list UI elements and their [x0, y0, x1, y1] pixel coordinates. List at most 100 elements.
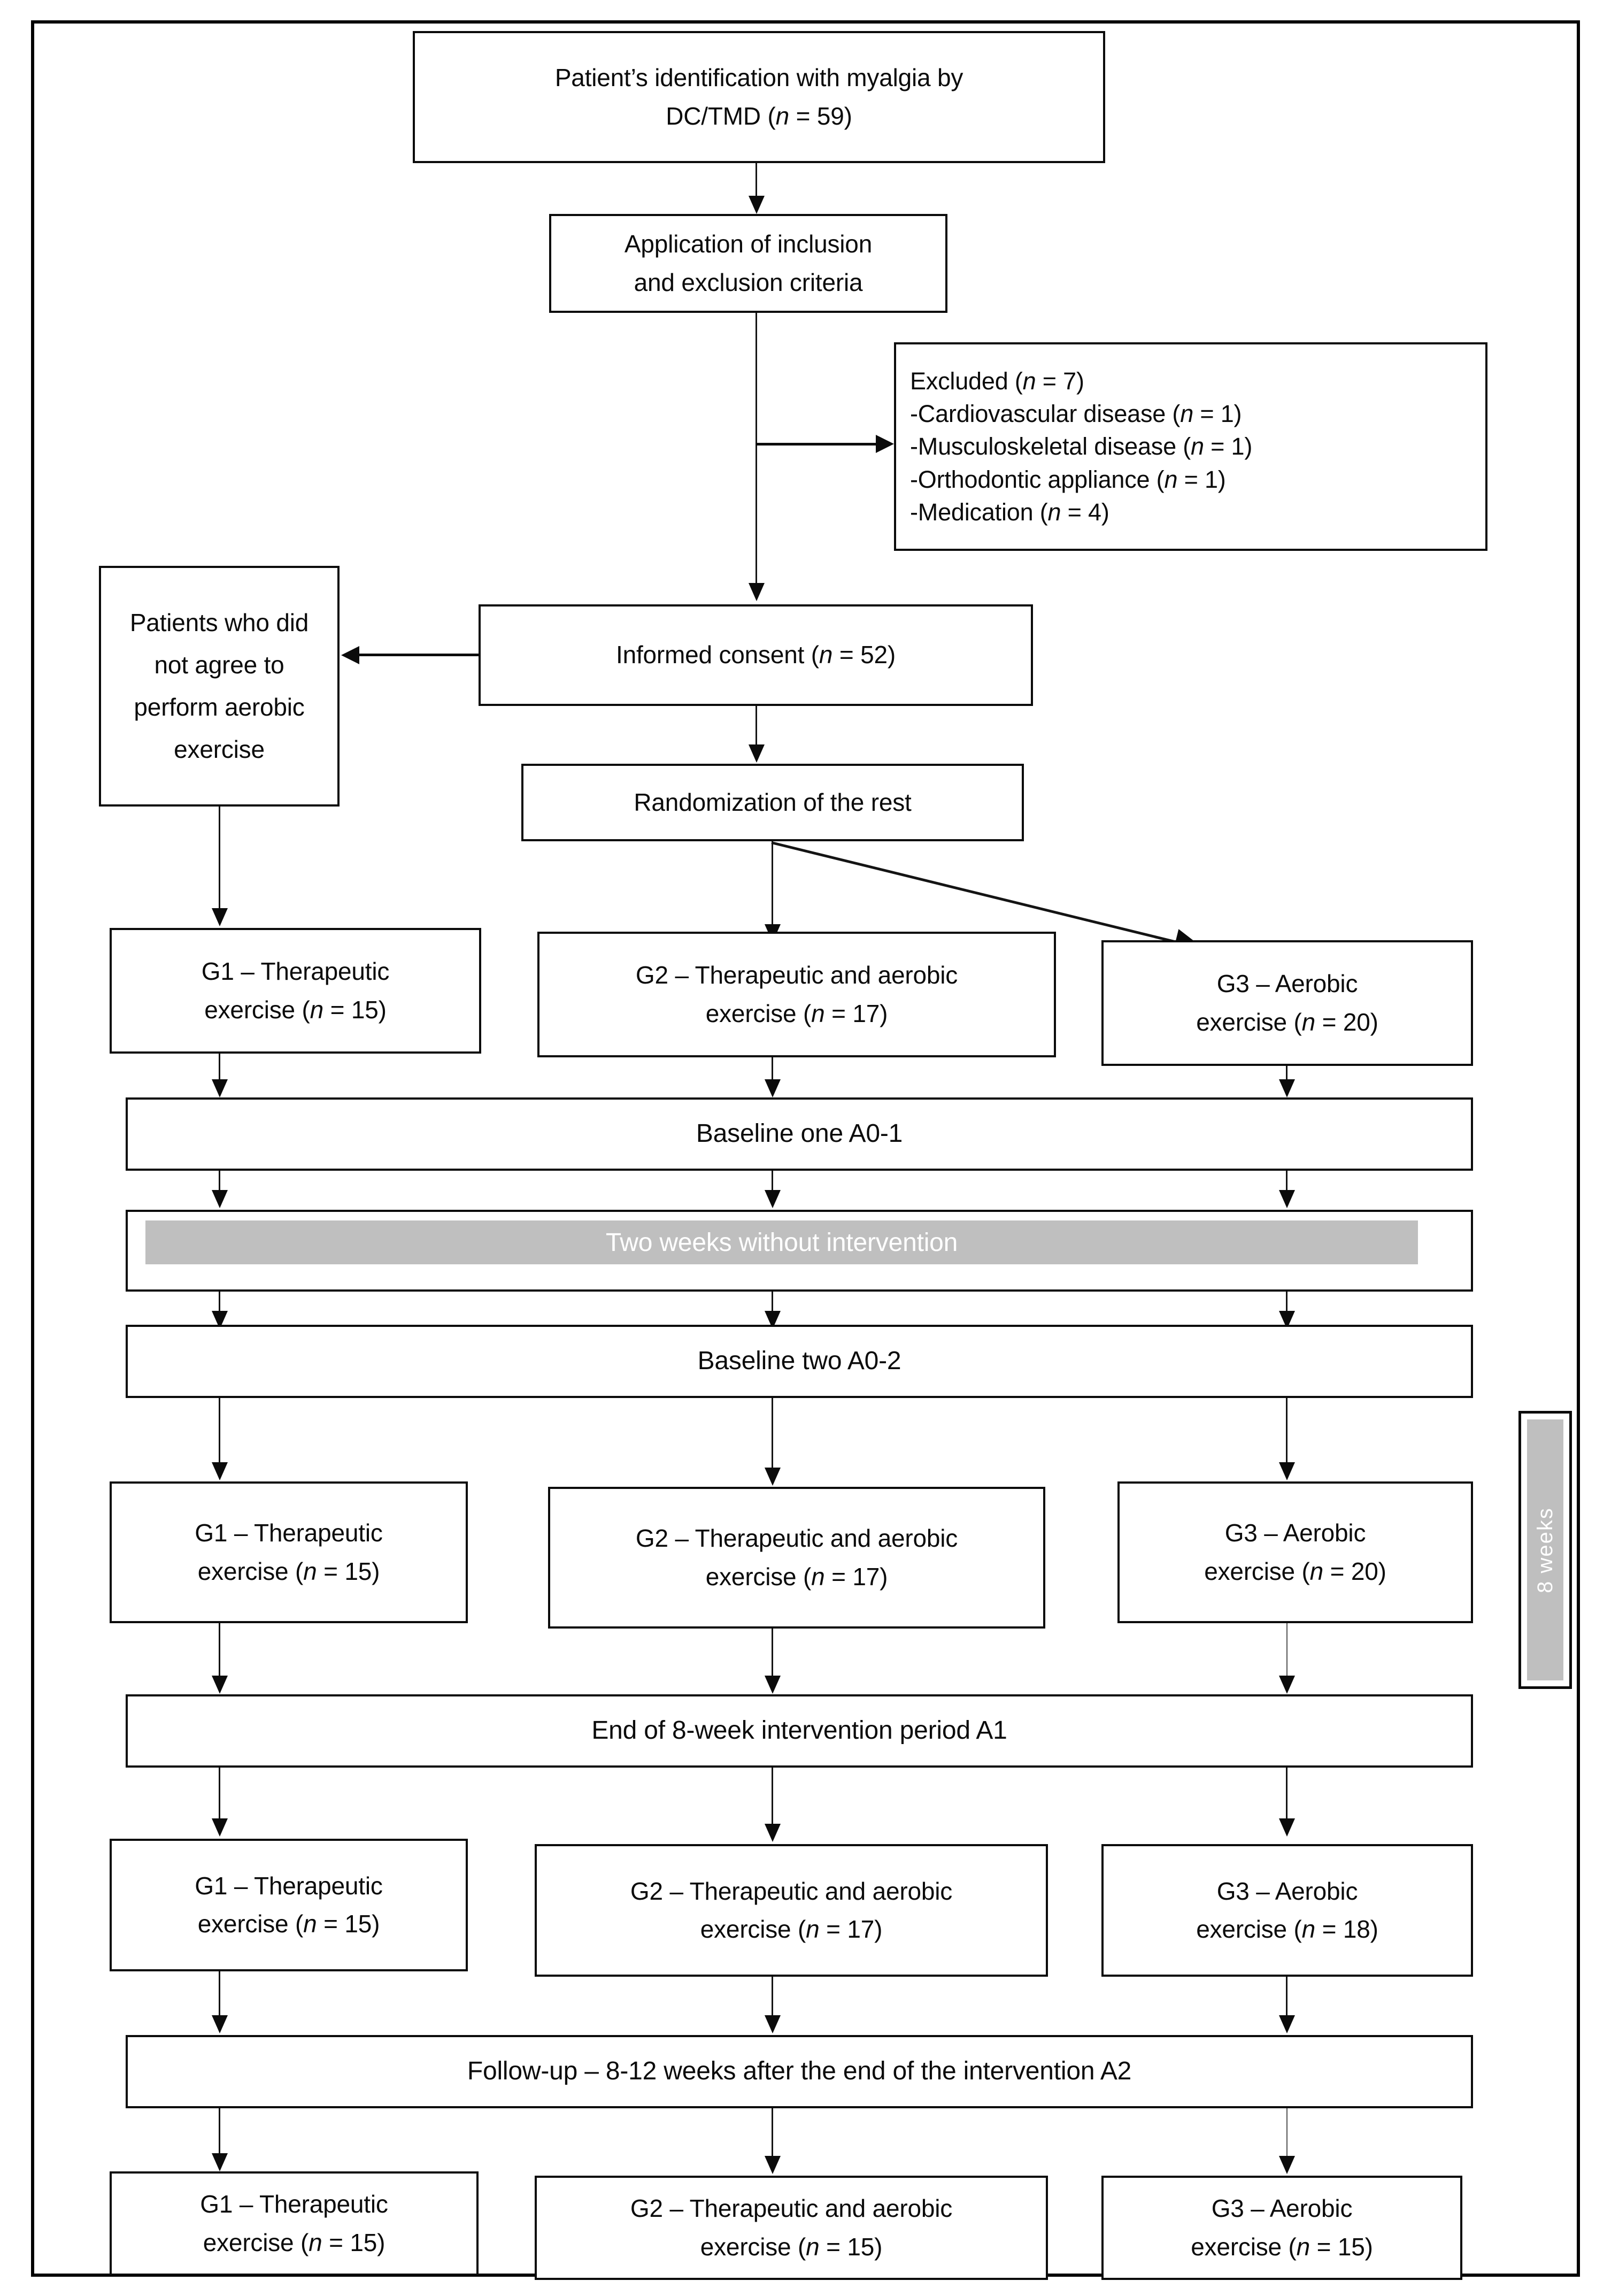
group-line1: G3 – Aerobic — [1211, 2194, 1353, 2223]
group-line1: G1 – Therapeutic — [200, 2190, 388, 2218]
connector-baseline-two-to-g3 — [1286, 1398, 1288, 1465]
arrowhead-baseline-one-to-washout-g2 — [765, 1190, 781, 1208]
arrowhead-branch-to-excluded — [876, 435, 894, 453]
group-line1: G2 – Therapeutic and aerobic — [635, 1524, 958, 1553]
group-line2: exercise (n = 20) — [1204, 1557, 1386, 1585]
arrowhead-baseline-two-to-g3 — [1279, 1462, 1295, 1480]
connector-end-intervention-to-g1 — [219, 1768, 220, 1821]
connector-branch-to-excluded — [756, 443, 879, 446]
arrowhead-identification-to-criteria — [749, 196, 765, 214]
arrowhead-baseline-one-to-washout-g1 — [212, 1190, 228, 1208]
node-end-intervention: End of 8-week intervention period A1 — [126, 1694, 1473, 1768]
connector-declined-to-g1 — [219, 807, 220, 911]
node-group-post-intervention-g1: G1 – Therapeutic exercise (n = 15) — [110, 1839, 468, 1971]
group-line1: G3 – Aerobic — [1216, 1877, 1358, 1905]
criteria-line1: Application of inclusion — [624, 230, 873, 258]
connector-randomization-to-g2 — [772, 841, 773, 927]
arrowhead-consent-to-randomization — [749, 744, 765, 763]
node-declined-aerobic: Patients who did not agree to perform ae… — [99, 566, 340, 807]
connector-g2-to-baseline-one — [772, 1057, 773, 1081]
arrowhead-g1-to-end-intervention — [212, 1676, 228, 1694]
connector-follow-up-to-g2 — [772, 2108, 773, 2159]
connector-washout-to-baseline-two-g1 — [219, 1292, 220, 1314]
connector-g2-to-end-intervention — [772, 1629, 773, 1679]
arrowhead-follow-up-to-g2 — [765, 2156, 781, 2174]
connector-g3-to-end-intervention — [1286, 1623, 1288, 1679]
consent-label: Informed consent (n = 52) — [615, 641, 896, 669]
arrowhead-g2-to-end-intervention — [765, 1676, 781, 1694]
arrowhead-baseline-two-to-g2 — [765, 1468, 781, 1486]
washout-label: Two weeks without intervention — [605, 1228, 958, 1257]
node-group-intervention-start-g1: G1 – Therapeutic exercise (n = 15) — [110, 1481, 468, 1623]
baseline-one-label: Baseline one A0-1 — [696, 1119, 903, 1148]
connector-baseline-one-to-washout-g2 — [772, 1171, 773, 1193]
arrowhead-g3-to-end-intervention — [1279, 1676, 1295, 1694]
identification-line2: DC/TMD (n = 59) — [666, 102, 852, 130]
group-line1: G2 – Therapeutic and aerobic — [630, 1877, 953, 1905]
group-line1: G1 – Therapeutic — [195, 1519, 383, 1547]
node-excluded: Excluded (n = 7) -Cardiovascular disease… — [894, 342, 1487, 551]
arrowhead-baseline-one-to-washout-g3 — [1279, 1190, 1295, 1208]
connector-baseline-two-to-g1 — [219, 1398, 220, 1465]
node-group-intervention-start-g2: G2 – Therapeutic and aerobic exercise (n… — [548, 1487, 1045, 1629]
connector-consent-to-randomization — [755, 706, 757, 748]
connector-g1-to-follow-up — [219, 1971, 220, 2018]
arrowhead-g3-to-follow-up — [1279, 2015, 1295, 2033]
group-line2: exercise (n = 15) — [197, 1557, 380, 1585]
group-line2: exercise (n = 15) — [700, 2232, 883, 2261]
group-line1: G2 – Therapeutic and aerobic — [635, 961, 958, 989]
node-group-post-intervention-g3: G3 – Aerobic exercise (n = 18) — [1101, 1844, 1473, 1977]
node-group-intervention-start-g3: G3 – Aerobic exercise (n = 20) — [1117, 1481, 1473, 1623]
node-criteria: Application of inclusion and exclusion c… — [549, 214, 947, 313]
arrowhead-follow-up-to-g1 — [212, 2153, 228, 2171]
randomization-label: Randomization of the rest — [634, 788, 912, 816]
arrowhead-declined-to-g1 — [212, 908, 228, 926]
node-baseline-two: Baseline two A0-2 — [126, 1325, 1473, 1398]
excluded-item-1: -Cardiovascular disease (n = 1) — [910, 400, 1242, 428]
connector-g1-to-end-intervention — [219, 1623, 220, 1679]
excluded-item-3: -Orthodontic appliance (n = 1) — [910, 465, 1226, 493]
connector-g3-to-follow-up — [1286, 1977, 1288, 2018]
group-line2: exercise (n = 17) — [705, 1562, 888, 1591]
node-identification: Patient’s identification with myalgia by… — [413, 31, 1105, 163]
arrowhead-criteria-to-consent — [749, 583, 765, 601]
excluded-item-0: Excluded (n = 7) — [910, 367, 1084, 395]
marker-8-weeks-label: 8 weeks — [1533, 1507, 1557, 1593]
group-line1: G3 – Aerobic — [1216, 970, 1358, 998]
group-line1: G1 – Therapeutic — [195, 1871, 383, 1900]
connector-identification-to-criteria — [755, 163, 757, 198]
connector-consent-to-declined — [359, 654, 480, 656]
node-informed-consent: Informed consent (n = 52) — [479, 604, 1033, 706]
baseline-two-label: Baseline two A0-2 — [697, 1347, 901, 1376]
node-group-allocation-g3: G3 – Aerobic exercise (n = 20) — [1101, 940, 1473, 1066]
group-line1: G3 – Aerobic — [1224, 1519, 1366, 1547]
connector-end-intervention-to-g3 — [1286, 1768, 1288, 1821]
group-line2: exercise (n = 17) — [705, 999, 888, 1027]
arrowhead-g2-to-follow-up — [765, 2015, 781, 2033]
arrowhead-g2-to-baseline-one — [765, 1079, 781, 1097]
marker-8-weeks-band: 8 weeks — [1527, 1419, 1563, 1680]
excluded-item-2: -Musculoskeletal disease (n = 1) — [910, 433, 1253, 460]
arrowhead-end-intervention-to-g2 — [765, 1824, 781, 1842]
declined-line3: perform aerobic — [134, 693, 305, 721]
arrowhead-end-intervention-to-g3 — [1279, 1818, 1295, 1837]
connector-g3-to-baseline-one — [1286, 1066, 1288, 1081]
connector-washout-to-baseline-two-g2 — [772, 1292, 773, 1314]
group-line2: exercise (n = 15) — [1191, 2232, 1373, 2261]
group-line2: exercise (n = 17) — [700, 1915, 883, 1943]
connector-follow-up-to-g3 — [1286, 2108, 1288, 2159]
node-group-post-intervention-g2: G2 – Therapeutic and aerobic exercise (n… — [535, 1844, 1048, 1977]
connector-washout-to-baseline-two-g3 — [1286, 1292, 1288, 1314]
node-randomization: Randomization of the rest — [521, 764, 1024, 841]
group-line2: exercise (n = 18) — [1196, 1915, 1378, 1943]
arrowhead-g1-to-baseline-one — [212, 1079, 228, 1097]
criteria-line2: and exclusion criteria — [634, 268, 863, 296]
arrowhead-follow-up-to-g3 — [1279, 2156, 1295, 2174]
node-follow-up: Follow-up – 8-12 weeks after the end of … — [126, 2035, 1473, 2108]
connector-baseline-one-to-washout-g1 — [219, 1171, 220, 1193]
declined-line4: exercise — [174, 735, 265, 764]
declined-line2: not agree to — [154, 650, 284, 679]
connector-baseline-one-to-washout-g3 — [1286, 1171, 1288, 1193]
excluded-item-4: -Medication (n = 4) — [910, 498, 1109, 526]
